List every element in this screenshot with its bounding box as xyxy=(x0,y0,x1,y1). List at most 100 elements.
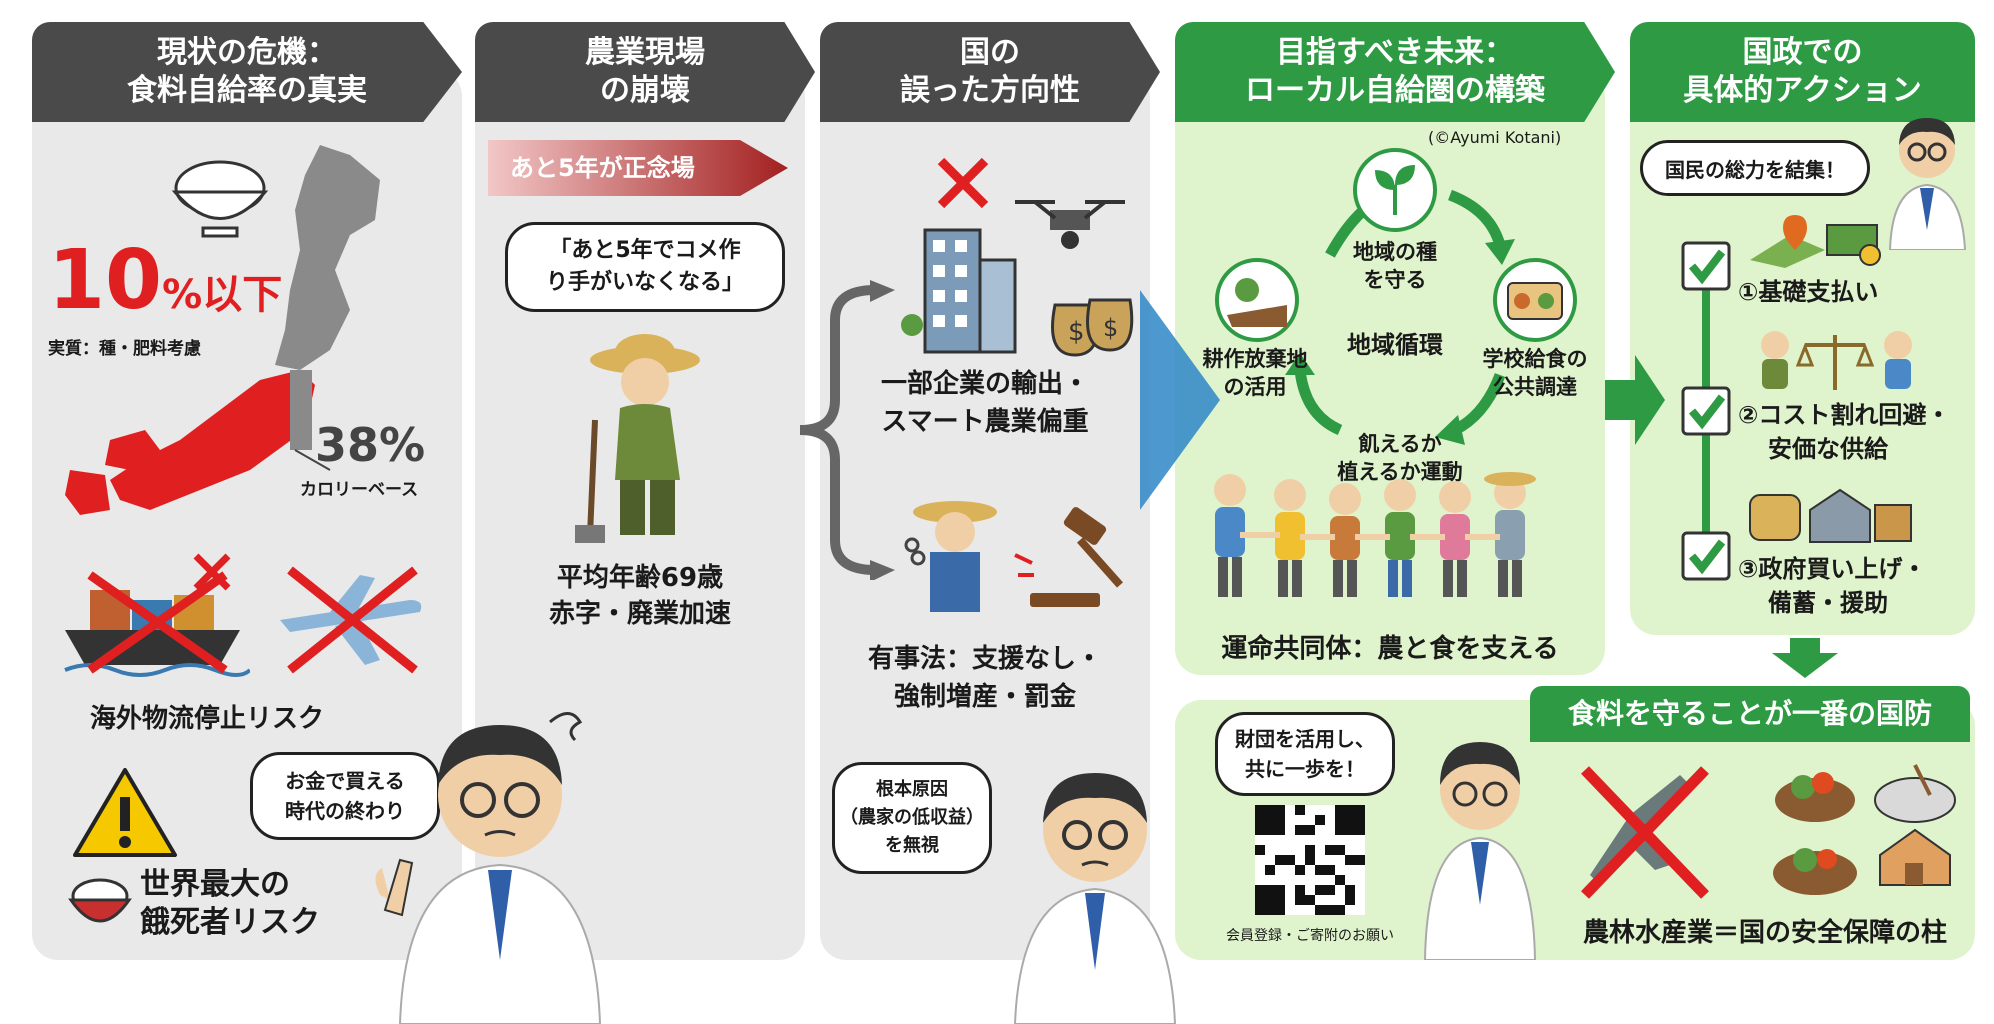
header-line: 国の xyxy=(960,35,1020,70)
checkbox-checked-icon xyxy=(1681,241,1731,291)
quote-line: り手がいなくなる」 xyxy=(545,270,744,295)
school-lunch-icon xyxy=(1493,258,1577,342)
office-building-icon xyxy=(901,228,1017,354)
item-line: スマート農業偏重 xyxy=(881,407,1089,437)
defense-banner: 食料を守ることが一番の国防 xyxy=(1530,686,1970,742)
speech-bubble-quote: 「あと5年でコメ作 り手がいなくなる」 xyxy=(505,222,785,312)
next-arrow-icon xyxy=(1605,355,1665,445)
close-icon xyxy=(193,553,231,591)
fact-line: 赤字・廃業加速 xyxy=(548,599,731,629)
drone-icon xyxy=(1015,200,1125,249)
fresh-food-icon xyxy=(1773,764,1956,895)
close-icon xyxy=(937,157,989,209)
cargo-ship-icon xyxy=(64,571,250,677)
checkbox-checked-icon xyxy=(1681,386,1731,436)
speech-line: 根本原因 xyxy=(876,779,948,800)
five-year-arrow: あと5年が正念場 xyxy=(488,140,788,196)
calorie-label: カロリーベース xyxy=(300,480,419,500)
elderly-farmer-icon xyxy=(575,334,700,543)
warning-icon xyxy=(73,768,177,857)
header-line: 目指すべき未来： xyxy=(1276,35,1514,70)
rice-bowl-icon xyxy=(68,878,132,923)
credit: (©Ayumi Kotani) xyxy=(1428,128,1562,147)
node-seeds: 地域の種 を守る xyxy=(1320,238,1470,294)
item-line: 強制増産・罰金 xyxy=(893,682,1076,712)
speech-bubble-root-cause: 根本原因 （農家の低収益） を無視 xyxy=(832,762,992,874)
speech-line: 時代の終わり xyxy=(285,799,405,823)
action-basic-payment: ①基礎支払い xyxy=(1738,278,1879,306)
logistics-label: 海外物流停止リスク xyxy=(90,704,325,734)
risk-label: 世界最大の 餓死者リスク xyxy=(140,866,320,942)
down-arrow-icon xyxy=(1772,638,1838,678)
speech-line: を無視 xyxy=(885,835,939,856)
seedling-icon xyxy=(1353,148,1437,232)
center-label: 地域循環 xyxy=(1347,331,1443,359)
node-line: の活用 xyxy=(1223,375,1287,399)
action-line: ③政府買い上げ・ xyxy=(1738,555,1927,583)
node-line: 飢えるか xyxy=(1358,432,1442,456)
sub-note: 実質：種・肥料考慮 xyxy=(48,339,201,359)
speech-line: 財団を活用し、 xyxy=(1235,727,1375,751)
action-line: 安価な供給 xyxy=(1768,435,1888,463)
worried-doctor-icon xyxy=(375,712,602,1024)
arrow-label: あと5年が正念場 xyxy=(510,154,695,182)
farm-facts: 平均年齢69歳 赤字・廃業加速 xyxy=(475,560,805,632)
speech-bubble-foundation: 財団を活用し、 共に一歩を！ xyxy=(1215,712,1395,796)
header-line: 具体的アクション xyxy=(1683,73,1922,108)
doctor-avatar-icon xyxy=(1888,118,1967,250)
community-label: 運命共同体：農と食を支える xyxy=(1221,634,1559,664)
big-unit: %以下 xyxy=(162,272,283,318)
header-future: 目指すべき未来： ローカル自給圏の構築 xyxy=(1175,22,1615,122)
item-line: 一部企業の輸出・ xyxy=(880,369,1089,399)
speech-line: 共に一歩を！ xyxy=(1245,757,1365,781)
airplane-icon xyxy=(280,566,422,674)
node-line: 公共調達 xyxy=(1493,375,1577,399)
balance-scale-icon xyxy=(1761,331,1912,390)
header-line: の崩壊 xyxy=(600,73,690,108)
checkbox-checked-icon xyxy=(1681,531,1731,581)
node-line: 耕作放棄地 xyxy=(1202,347,1308,371)
japan-map-icon xyxy=(65,145,380,515)
rice-bowl-icon xyxy=(171,160,269,238)
node-abandoned-land: 耕作放棄地 の活用 xyxy=(1185,345,1325,401)
pillar-label: 農林水産業＝国の安全保障の柱 xyxy=(1582,918,1947,948)
fact-line: 平均年齢69歳 xyxy=(556,563,724,593)
header-line: 国政での xyxy=(1742,35,1863,70)
risk-line: 餓死者リスク xyxy=(140,905,320,940)
header-farm-collapse: 農業現場 の崩壊 xyxy=(475,22,815,122)
big-percent: 10 xyxy=(48,233,163,328)
node-movement: 飢えるか 植えるか運動 xyxy=(1325,430,1475,486)
node-line: 地域の種 xyxy=(1353,240,1437,264)
svg-text:$: $ xyxy=(1068,317,1085,347)
calorie-percent: 38% xyxy=(315,418,426,472)
header-line: ローカル自給圏の構築 xyxy=(1245,73,1545,108)
header-wrong-direction: 国の 誤った方向性 xyxy=(820,22,1160,122)
transition-arrow-icon xyxy=(1140,290,1220,510)
community-people-icon xyxy=(1214,472,1536,597)
risk-line: 世界最大の xyxy=(140,867,290,902)
node-line: 学校給食の xyxy=(1482,347,1588,371)
farmland-payment-icon xyxy=(1750,215,1881,268)
branch-brace-icon xyxy=(799,280,895,580)
qr-caption: 会員登録・ご寄附のお願い xyxy=(1226,928,1394,944)
node-school-lunch: 学校給食の 公共調達 xyxy=(1460,345,1610,401)
action-government-purchase: ③政府買い上げ・ 備蓄・援助 xyxy=(1738,552,1926,620)
stockpile-icon xyxy=(1749,488,1912,543)
doctor-avatar-icon xyxy=(1423,742,1537,960)
sighing-doctor-icon xyxy=(1013,773,1177,1024)
money-bag-icon: $ $ xyxy=(1051,298,1134,357)
header-line: 誤った方向性 xyxy=(900,73,1080,108)
header-line: 農業現場 xyxy=(585,35,705,70)
wrong-item-export: 一部企業の輸出・ スマート農業偏重 xyxy=(820,365,1150,441)
action-line: 備蓄・援助 xyxy=(1768,589,1888,617)
fighter-jet-icon xyxy=(1581,766,1709,899)
wrong-item-emergency-law: 有事法：支援なし・ 強制増産・罰金 xyxy=(820,640,1150,716)
header-current-crisis: 現状の危機： 食料自給率の真実 xyxy=(32,22,462,122)
node-line: を守る xyxy=(1363,268,1427,292)
speech-line: （農家の低収益） xyxy=(840,807,984,828)
header-line: 食料自給率の真実 xyxy=(127,73,367,108)
quote-line: 「あと5年でコメ作 xyxy=(549,238,741,263)
gavel-icon xyxy=(1014,507,1123,607)
qr-code-icon[interactable] xyxy=(1255,805,1365,915)
